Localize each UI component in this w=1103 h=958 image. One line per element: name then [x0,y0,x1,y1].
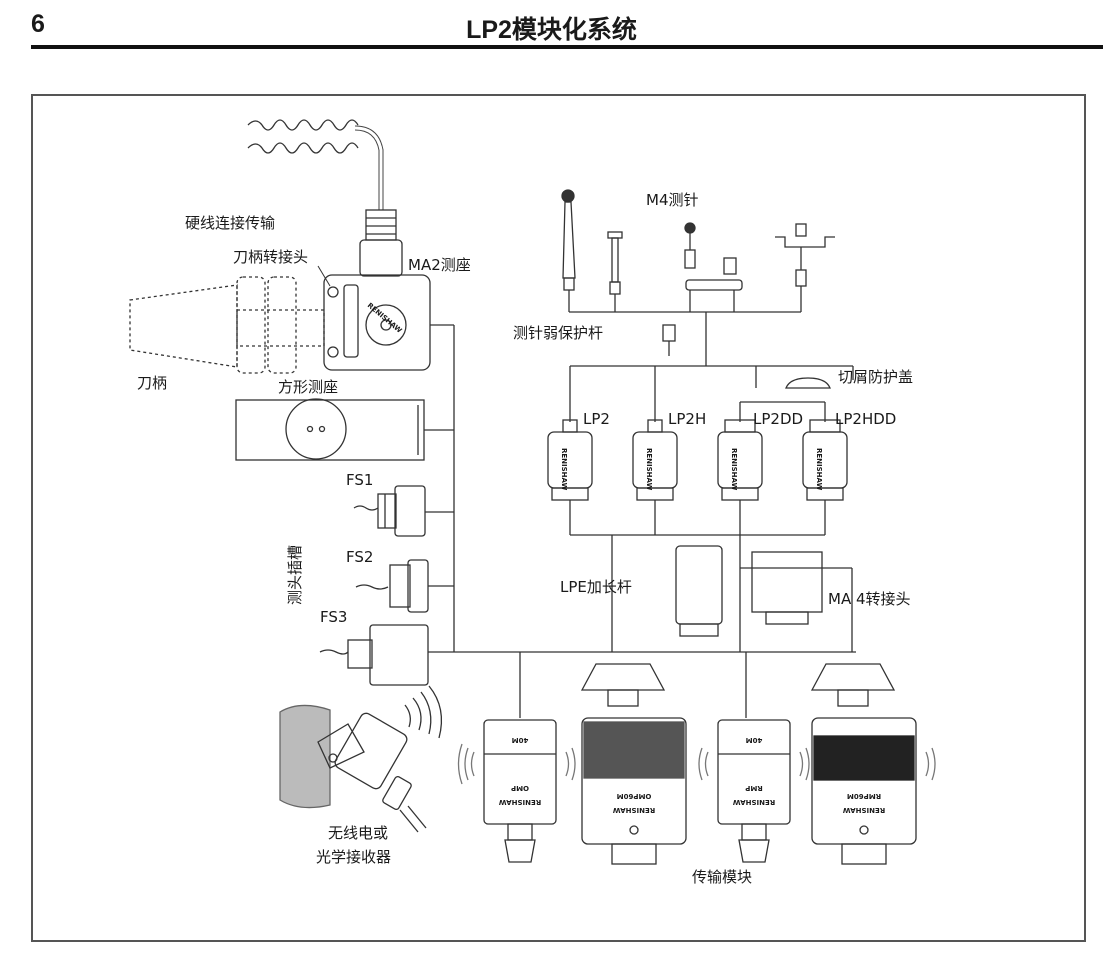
left-bus-lines [424,324,856,653]
svg-text:RENISHAW: RENISHAW [815,448,823,491]
page-number: 6 [31,10,45,38]
lp2dd-probe: RENISHAW [717,419,763,501]
lower-tree-lines [519,500,853,718]
label-modules: 传输模块 [692,868,752,886]
label-shank-adaptor: 刀柄转接头 [233,248,308,266]
rmp-module: 40M RMP RENISHAW [717,719,791,863]
square-mount [235,398,425,461]
lp2hdd-probe: RENISHAW [802,419,848,501]
svg-text:RENISHAW: RENISHAW [613,806,656,814]
omp60m-module: OMP60M RENISHAW [580,663,687,865]
label-receiver-line2: 光学接收器 [316,848,391,866]
receiver [279,685,443,833]
label-fs2: FS2 [346,548,373,566]
label-shank: 刀柄 [137,374,167,392]
swarf-cover [785,377,831,389]
ma2-probe-head: RENISHAW [323,274,431,371]
label-fs1: FS1 [346,471,373,489]
label-lp2dd: LP2DD [753,410,803,428]
label-swarf-cover: 切屑防护盖 [838,368,913,386]
label-probe-slot: 测头插槽 [286,545,304,605]
svg-text:RENISHAW: RENISHAW [843,806,886,814]
label-weak-link: 测针弱保护杆 [513,324,603,342]
lp2-probe: RENISHAW [547,419,593,501]
page-title: LP2模块化系统 [466,16,637,44]
fs2-socket [355,559,429,613]
label-receiver-line1: 无线电或 [328,824,388,842]
label-lp2: LP2 [583,410,610,428]
label-ma2: MA2测座 [408,256,471,274]
label-fs3: FS3 [320,608,347,626]
svg-text:RMP60M: RMP60M [847,792,881,800]
svg-text:OMP: OMP [511,784,529,792]
label-lp2h: LP2H [668,410,706,428]
svg-text:RENISHAW: RENISHAW [733,798,776,806]
stylus-tree-lines [568,286,854,422]
m4-styli [561,189,835,295]
fs3-socket [319,624,429,686]
label-hardwired: 硬线连接传输 [185,214,275,232]
svg-text:40M: 40M [512,736,529,744]
ma4-adaptor [751,551,823,625]
svg-text:RENISHAW: RENISHAW [730,448,738,491]
svg-text:RENISHAW: RENISHAW [499,798,542,806]
cable-coil [247,119,403,277]
svg-text:RENISHAW: RENISHAW [560,448,568,491]
fs1-socket [353,485,426,537]
header-rule [31,45,1103,49]
label-m4-stylus: M4测针 [646,191,699,209]
rmp60m-module: RMP60M RENISHAW [810,663,917,865]
label-lp2hdd: LP2HDD [835,410,896,428]
svg-text:OMP60M: OMP60M [617,792,652,800]
label-ma4: MA 4转接头 [828,590,911,608]
label-lpe: LPE加长杆 [560,578,632,596]
signal-arcs [457,743,936,785]
omp-module: 40M OMP RENISHAW [483,719,557,863]
diagram-frame [31,94,1086,942]
shank-adaptor [129,276,325,374]
lp2h-probe: RENISHAW [632,419,678,501]
svg-text:40M: 40M [746,736,763,744]
svg-text:RENISHAW: RENISHAW [645,448,653,491]
svg-text:RMP: RMP [745,784,763,792]
lpe-extension-bar [675,545,723,637]
label-square-mount: 方形测座 [278,378,338,396]
